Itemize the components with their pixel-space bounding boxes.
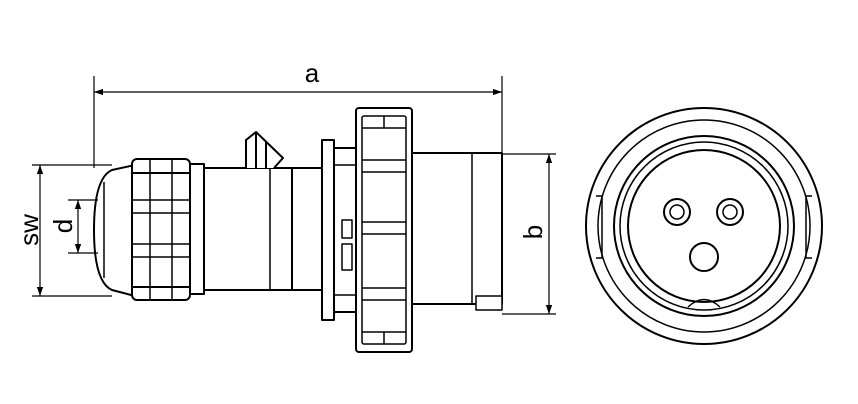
coupling-ring xyxy=(355,107,413,353)
gland-nut xyxy=(131,158,191,301)
side-view xyxy=(93,107,503,353)
dim-a-label: a xyxy=(305,58,320,88)
dimension-lines xyxy=(32,76,556,315)
dim-d-label: d xyxy=(48,219,78,233)
cable-gland-nose xyxy=(93,164,136,297)
flange xyxy=(321,139,357,321)
sleeve xyxy=(411,152,503,311)
pin-earth xyxy=(689,242,719,272)
dim-sw-label: sw xyxy=(14,214,44,246)
latch-clip xyxy=(245,131,284,169)
pin-left xyxy=(663,198,691,226)
contact-face xyxy=(627,149,781,303)
pin-right xyxy=(716,198,744,226)
key-notch xyxy=(687,298,721,308)
outer-ring xyxy=(585,107,823,345)
dim-b-label: b xyxy=(518,225,548,239)
body xyxy=(203,167,323,291)
front-view xyxy=(585,107,823,345)
contact-pins xyxy=(663,198,744,272)
